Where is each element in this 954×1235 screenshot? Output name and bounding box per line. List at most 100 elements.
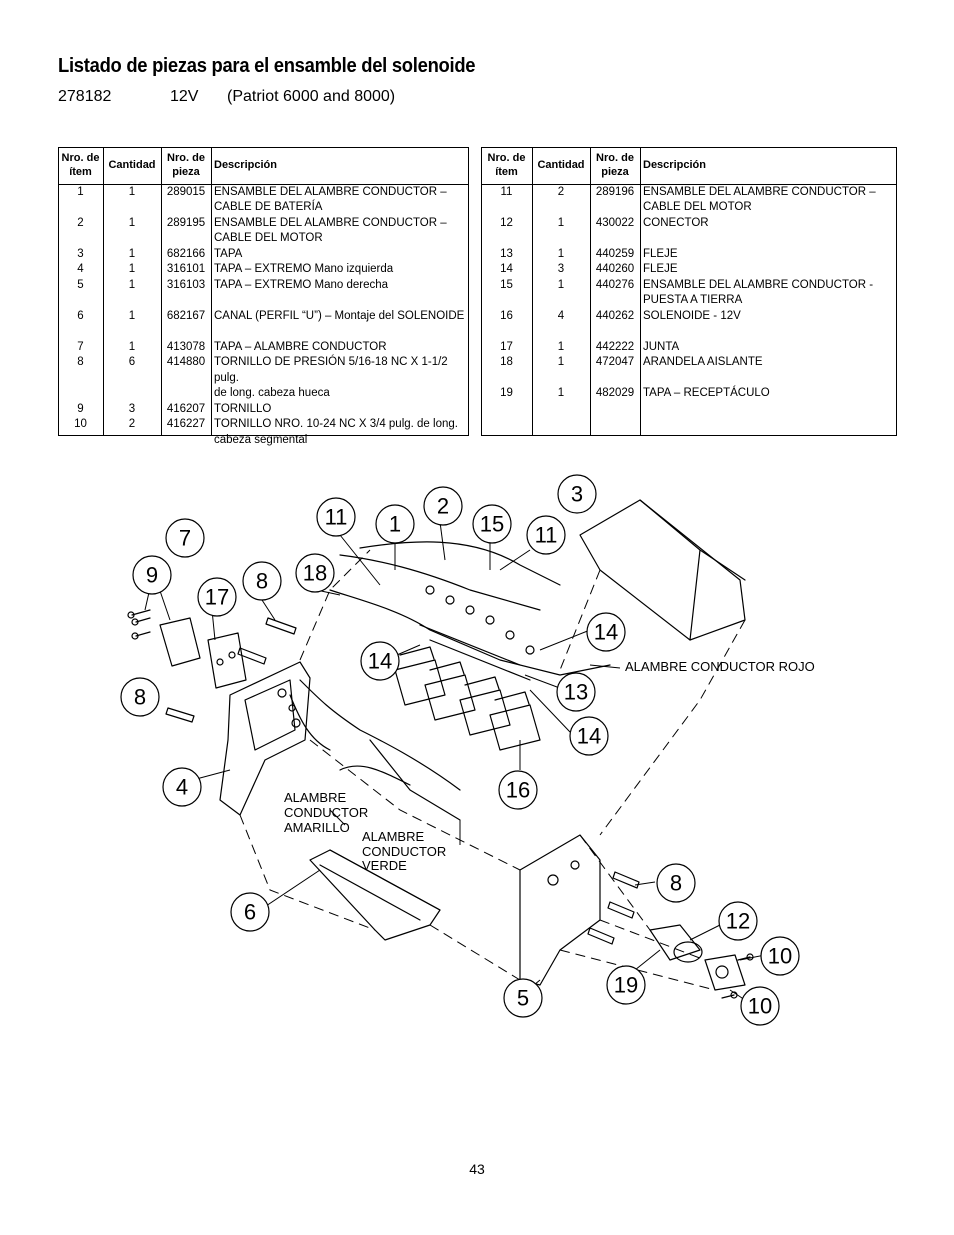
cell-item: 15 <box>500 278 513 291</box>
cell-qty: 1 <box>128 278 136 291</box>
cell-qty: 1 <box>128 216 136 229</box>
cell-part: 289015 <box>166 185 206 198</box>
label-yellow-wire-1: ALAMBRE <box>284 790 346 805</box>
gasket <box>207 632 247 689</box>
cell-desc: ARANDELA AISLANTE <box>643 356 763 368</box>
label-green-wire-1: ALAMBRE <box>362 829 424 844</box>
cell-part: 440276 <box>595 278 635 291</box>
cell-part: 289195 <box>166 216 206 229</box>
callout-9: 9 <box>146 563 158 588</box>
cell-qty: 1 <box>128 185 136 198</box>
cell-qty: 1 <box>557 247 565 260</box>
cell-part: 430022 <box>595 216 635 229</box>
cell-qty: 1 <box>128 340 136 353</box>
model-number: 278182 <box>58 88 112 105</box>
wire-cover <box>159 617 201 667</box>
label-yellow-wire-2: CONDUCTOR <box>284 805 368 820</box>
callout-6: 6 <box>244 900 256 925</box>
cell-desc: de long. cabeza hueca <box>214 387 330 399</box>
header-part: Nro. de pieza <box>590 147 640 185</box>
cell-desc: PUESTA A TIERRA <box>643 294 743 306</box>
cell-qty: 4 <box>557 309 565 322</box>
cell-qty: 1 <box>557 387 565 399</box>
cell-qty: 3 <box>128 402 136 415</box>
table-row: 2 1 289195 ENSAMBLE DEL ALAMBRE CONDUCTOR – <box>58 216 468 232</box>
cell-qty: 1 <box>128 263 136 275</box>
cell-qty: 2 <box>128 418 136 430</box>
cell-item: 5 <box>77 278 84 291</box>
cell-desc: TORNILLO NRO. 10-24 NC X 3/4 pulg. de lo… <box>214 418 458 430</box>
parts-table-right: Nro. de ítem Cantidad Nro. de pieza Desc… <box>481 147 896 433</box>
cell-desc: ENSAMBLE DEL ALAMBRE CONDUCTOR – <box>214 216 447 229</box>
callout-19: 19 <box>614 973 638 998</box>
callout-4: 4 <box>176 775 188 800</box>
cell-desc: FLEJE <box>643 263 678 275</box>
cell-part: 472047 <box>595 356 635 368</box>
callout-17: 17 <box>205 585 229 610</box>
cell-desc: CABLE DEL MOTOR <box>643 201 752 213</box>
cell-part: 289196 <box>595 185 635 198</box>
cell-part: 682166 <box>166 247 206 260</box>
cell-desc: TAPA – EXTREMO Mano derecha <box>214 278 389 291</box>
cell-desc: CABLE DEL MOTOR <box>214 232 323 244</box>
cell-part: 440259 <box>595 247 635 260</box>
cell-item: 11 <box>500 185 513 198</box>
label-green-wire-3: VERDE <box>362 858 407 873</box>
cell-qty: 3 <box>557 263 565 275</box>
cell-item: 8 <box>77 356 84 368</box>
cell-desc: JUNTA <box>643 340 680 353</box>
cell-part: 682167 <box>166 309 206 322</box>
label-yellow-wire-3: AMARILLO <box>284 820 350 835</box>
right-end-cap <box>519 834 601 986</box>
cell-item: 18 <box>500 356 513 368</box>
page-title: Listado de piezas para el ensamble del s… <box>58 55 476 77</box>
page-number: 43 <box>469 1161 485 1177</box>
voltage: 12V <box>170 88 199 105</box>
cell-part: 442222 <box>595 340 635 353</box>
cell-desc: TORNILLO <box>214 402 272 415</box>
cell-qty: 1 <box>557 216 565 229</box>
cell-part: 413078 <box>166 340 206 353</box>
callout-3: 3 <box>571 482 583 507</box>
callout-10: 10 <box>768 944 792 969</box>
header-qty: Cantidad <box>532 147 590 185</box>
cell-item: 14 <box>500 263 513 275</box>
solenoid-exploded-diagram: 11 1 2 3 15 11 7 9 17 8 18 14 14 8 13 14… <box>120 474 815 1026</box>
cell-desc: TAPA – ALAMBRE CONDUCTOR <box>214 340 387 353</box>
cell-part: 440260 <box>595 263 635 275</box>
cell-desc: CONECTOR <box>643 216 709 229</box>
cell-part: 440262 <box>595 309 635 322</box>
callout-8c: 8 <box>670 871 682 896</box>
cell-desc: CABLE DE BATERÍA <box>214 201 323 213</box>
cell-item: 6 <box>77 309 84 322</box>
callout-14: 14 <box>594 620 618 645</box>
cell-desc: CANAL (PERFIL “U”) – Montaje del SOLENOI… <box>214 309 465 322</box>
header-item: Nro. de ítem <box>58 147 103 185</box>
cell-desc: SOLENOIDE - 12V <box>643 309 741 322</box>
cell-desc: ENSAMBLE DEL ALAMBRE CONDUCTOR – <box>643 185 876 198</box>
cell-desc: ENSAMBLE DEL ALAMBRE CONDUCTOR - <box>643 278 874 291</box>
cell-part: 316101 <box>166 263 206 275</box>
callout-14b: 14 <box>368 649 392 674</box>
callout-11b: 11 <box>535 523 558 548</box>
solenoid-group <box>394 646 541 751</box>
callout-10b: 10 <box>748 994 772 1019</box>
callout-13: 13 <box>564 680 588 705</box>
header-item: Nro. de ítem <box>481 147 532 185</box>
cell-item: 2 <box>77 216 84 229</box>
label-red-wire: ALAMBRE CONDUCTOR ROJO <box>625 659 815 674</box>
cell-item: 17 <box>500 340 513 353</box>
cell-item: 3 <box>77 247 84 260</box>
